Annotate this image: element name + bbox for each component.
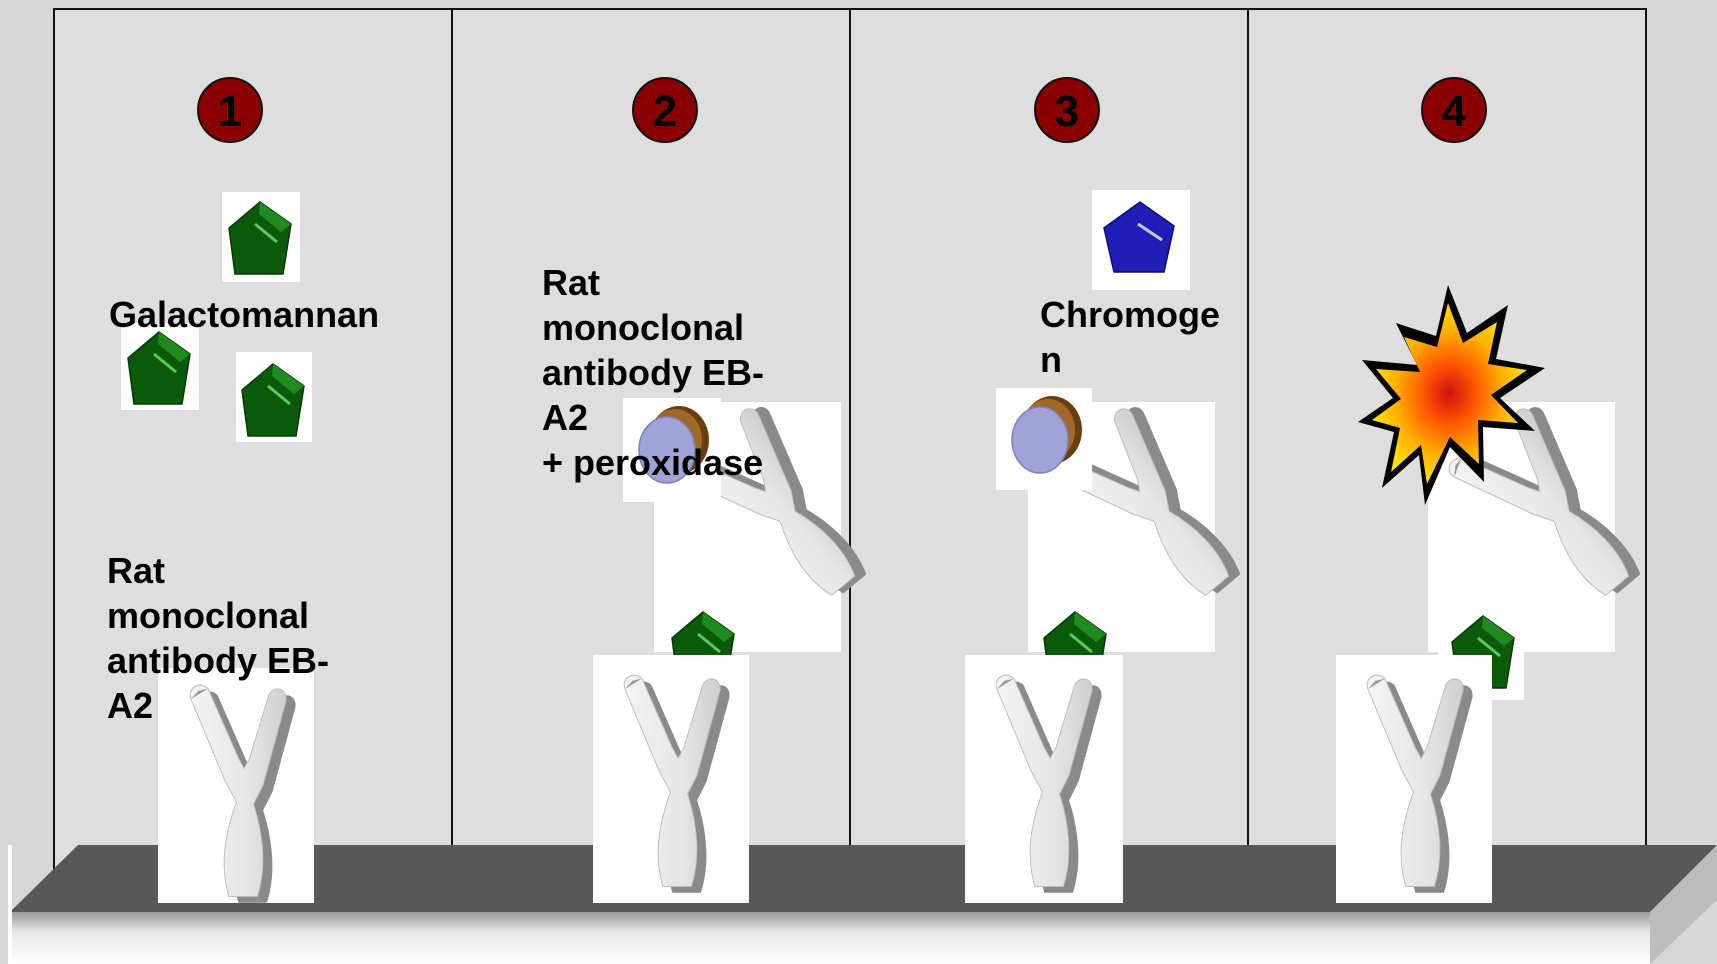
step-number-1: 1	[197, 77, 263, 143]
step-number-3: 3	[1034, 77, 1100, 143]
step-number-2: 2	[632, 77, 698, 143]
label-conjugate-antibody: Rat monoclonal antibody EB- A2 + peroxid…	[542, 260, 764, 485]
step-number-4: 4	[1421, 77, 1487, 143]
label-chromogen: Chromoge n	[1040, 292, 1220, 382]
label-galactomannan: Galactomannan	[109, 292, 379, 337]
label-capture-antibody: Rat monoclonal antibody EB- A2	[107, 548, 329, 728]
